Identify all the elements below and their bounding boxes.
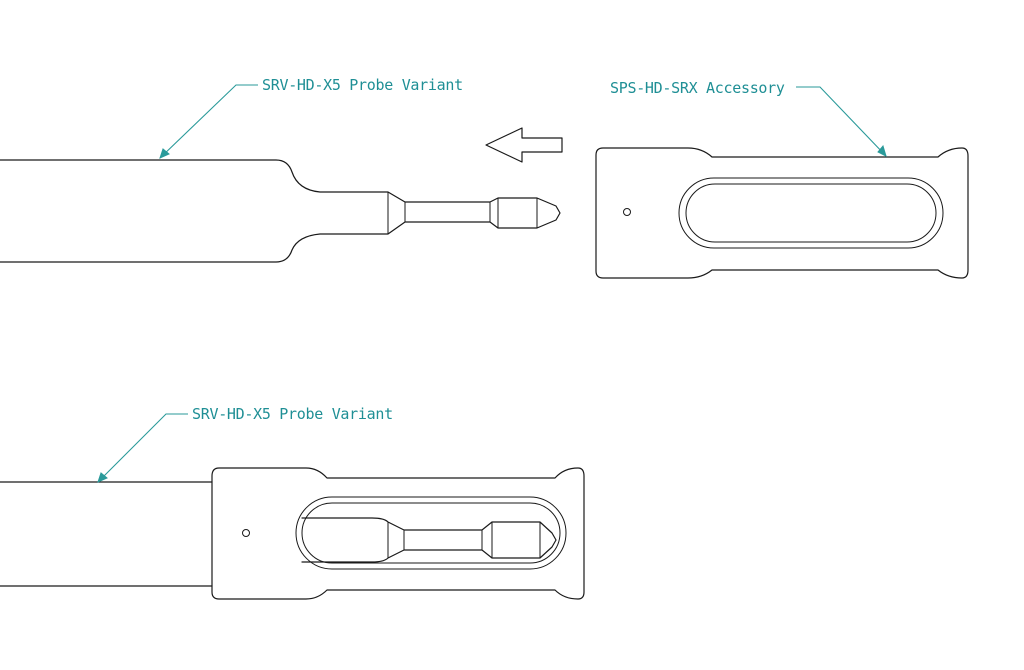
callout-accessory-label: SPS-HD-SRX Accessory xyxy=(610,79,785,97)
callout-probe-top-label: SRV-HD-X5 Probe Variant xyxy=(262,76,463,94)
left-arrow-icon xyxy=(485,127,563,163)
probe-exploded xyxy=(0,159,561,263)
callout-accessory: SPS-HD-SRX Accessory xyxy=(610,79,887,157)
accessory-exploded xyxy=(595,147,969,279)
callout-probe-bottom: SRV-HD-X5 Probe Variant xyxy=(97,405,393,483)
callout-probe-bottom-label: SRV-HD-X5 Probe Variant xyxy=(192,405,393,423)
probe-assembled xyxy=(0,467,585,600)
callout-probe-top: SRV-HD-X5 Probe Variant xyxy=(159,76,463,159)
